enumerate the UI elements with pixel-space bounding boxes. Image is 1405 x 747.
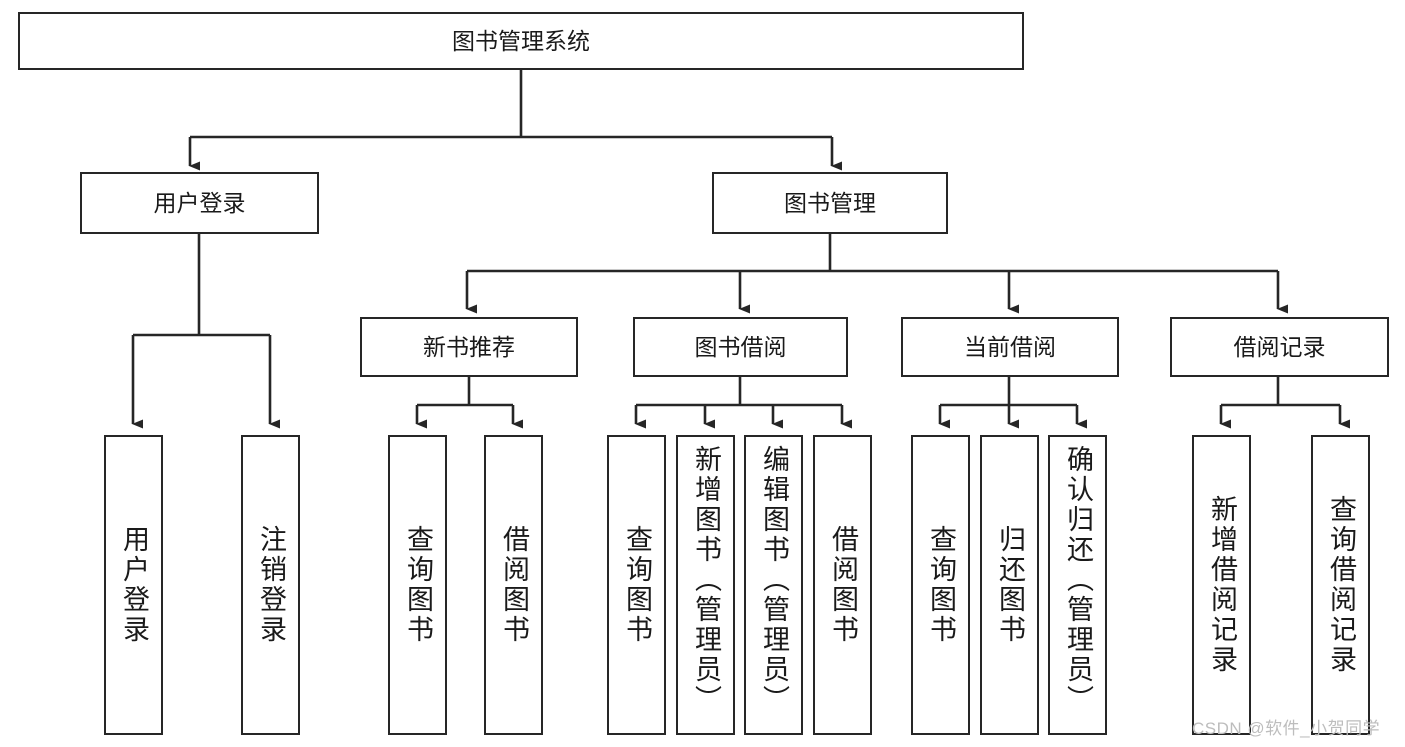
leaf-current-confirm-return[interactable]: 确认归还（管理员） — [1048, 435, 1107, 735]
leaf-label: 查询借阅记录 — [1326, 495, 1356, 675]
leaf-new-book-borrow[interactable]: 借阅图书 — [484, 435, 543, 735]
leaf-label: 查询图书 — [622, 525, 652, 645]
leaf-label: 新增图书（管理员） — [691, 445, 721, 715]
node-new-book-recommend[interactable]: 新书推荐 — [360, 317, 578, 377]
node-borrow-record-label: 借阅记录 — [1233, 333, 1326, 360]
leaf-label: 编辑图书（管理员） — [759, 445, 789, 715]
csdn-watermark: CSDN @软件_小贺同学 — [1192, 719, 1381, 738]
node-book-borrow[interactable]: 图书借阅 — [633, 317, 848, 377]
node-user-login-label: 用户登录 — [153, 189, 246, 216]
leaf-current-return-book[interactable]: 归还图书 — [980, 435, 1039, 735]
node-new-book-recommend-label: 新书推荐 — [423, 333, 515, 360]
leaf-record-add[interactable]: 新增借阅记录 — [1192, 435, 1251, 735]
node-user-login[interactable]: 用户登录 — [80, 172, 319, 234]
leaf-borrow-borrow-book[interactable]: 借阅图书 — [813, 435, 872, 735]
leaf-borrow-query-book[interactable]: 查询图书 — [607, 435, 666, 735]
node-book-borrow-label: 图书借阅 — [694, 333, 787, 360]
leaf-user-login-logout[interactable]: 注销登录 — [241, 435, 300, 735]
leaf-label: 注销登录 — [256, 525, 286, 645]
node-borrow-record[interactable]: 借阅记录 — [1170, 317, 1389, 377]
leaf-borrow-add-book[interactable]: 新增图书（管理员） — [676, 435, 735, 735]
leaf-label: 新增借阅记录 — [1207, 495, 1237, 675]
leaf-borrow-edit-book[interactable]: 编辑图书（管理员） — [744, 435, 803, 735]
leaf-label: 借阅图书 — [828, 525, 858, 645]
leaf-label: 查询图书 — [926, 525, 956, 645]
node-book-management-label: 图书管理 — [784, 189, 876, 216]
node-current-borrow-label: 当前借阅 — [964, 333, 1056, 360]
leaf-current-query-book[interactable]: 查询图书 — [911, 435, 970, 735]
leaf-new-book-query[interactable]: 查询图书 — [388, 435, 447, 735]
node-root[interactable]: 图书管理系统 — [18, 12, 1024, 70]
leaf-label: 确认归还（管理员） — [1063, 445, 1093, 715]
leaf-label: 借阅图书 — [499, 525, 529, 645]
node-current-borrow[interactable]: 当前借阅 — [901, 317, 1119, 377]
leaf-user-login-login[interactable]: 用户登录 — [104, 435, 163, 735]
leaf-record-query[interactable]: 查询借阅记录 — [1311, 435, 1370, 735]
leaf-label: 用户登录 — [119, 525, 149, 645]
node-root-label: 图书管理系统 — [452, 27, 590, 54]
node-book-management[interactable]: 图书管理 — [712, 172, 948, 234]
leaf-label: 归还图书 — [995, 525, 1025, 645]
leaf-label: 查询图书 — [403, 525, 433, 645]
